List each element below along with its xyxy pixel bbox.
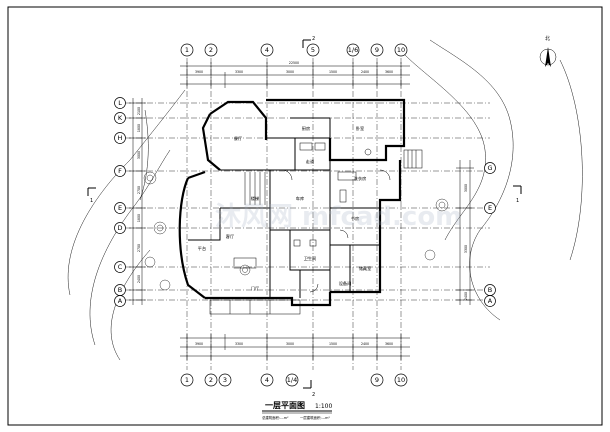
section-markers: 1 1 2 2	[87, 36, 522, 398]
dim-bottom-5: 2400	[361, 342, 369, 346]
dim-left-4: 2700	[137, 186, 141, 194]
axis-top-4: 4	[265, 46, 269, 54]
section-marker-right-label: 1	[516, 198, 519, 204]
room-label-terrace: 平台	[198, 245, 206, 252]
drawing-scale: 1:100	[315, 403, 332, 410]
left-dimension-chain: 2100 1800 3000 2700 1800 2700 2400	[129, 98, 146, 305]
axis-left-F: F	[118, 167, 122, 175]
vertical-axis-lines	[186, 58, 402, 370]
dim-top-1: 3900	[195, 70, 203, 74]
north-arrow: 北	[539, 35, 557, 67]
axis-left-D: D	[117, 224, 122, 232]
room-label-corridor: 走道	[306, 158, 315, 165]
section-marker-left	[87, 187, 96, 196]
axis-right-A: A	[488, 297, 493, 305]
dim-top-overall: 22500	[289, 61, 299, 65]
axis-top-9: 9	[375, 46, 379, 54]
axis-bottom-2: 2	[209, 376, 213, 384]
dim-right-3: 2400	[464, 292, 468, 300]
room-label-laundry: 洗衣房	[354, 175, 367, 182]
right-dimension-chain: 3000 3300 2400	[456, 160, 474, 305]
dim-right-2: 3300	[464, 245, 468, 253]
section-marker-bottom-label: 2	[312, 392, 315, 398]
axis-top-5: 5	[311, 46, 315, 54]
area-note-2: 一层建筑面积:---m²	[300, 415, 330, 420]
dim-right-1: 3000	[464, 184, 468, 192]
dim-left-6: 2700	[137, 244, 141, 252]
dim-top-4: 1500	[329, 70, 337, 74]
axis-top-1-6: 1/6	[348, 46, 358, 54]
drawing-title-block: 一层平面图 1:100 总建筑面积:---m² 一层建筑面积:---m²	[262, 401, 332, 420]
section-marker-top-label: 2	[312, 36, 315, 42]
top-axis-bubbles: 1 2 4 5 1/6 9 10	[180, 43, 408, 57]
room-label-storage: 储藏室	[359, 265, 372, 272]
axis-left-K: K	[118, 114, 123, 122]
axis-bottom-4: 4	[265, 376, 269, 384]
room-label-garage: 车库	[296, 195, 304, 202]
dim-top-2: 3300	[235, 70, 243, 74]
axis-bottom-1: 1	[185, 376, 189, 384]
area-note-1: 总建筑面积:---m²	[262, 415, 289, 420]
building-walls	[178, 98, 406, 307]
north-arrow-icon	[545, 47, 551, 67]
dim-left-2: 1800	[137, 124, 141, 132]
drawing-frame	[7, 6, 603, 426]
axis-top-1: 1	[185, 46, 189, 54]
axis-bottom-1-4: 1/4	[287, 376, 297, 384]
drawing-title: 一层平面图	[265, 401, 305, 410]
dim-left-5: 1800	[137, 214, 141, 222]
axis-left-H: H	[118, 134, 123, 142]
axis-bottom-3: 3	[223, 376, 227, 384]
axis-bottom-10: 10	[397, 376, 405, 384]
top-dimension-chain: 3900 3300 3000 1500 2400 3600 22500	[180, 61, 410, 88]
section-marker-right	[513, 185, 522, 194]
room-label-stair: 楼梯	[251, 195, 259, 202]
axis-right-E: E	[488, 204, 492, 212]
dim-bottom-1: 3900	[195, 342, 203, 346]
bottom-axis-bubbles: 1 2 3 4 1/4 9 10	[180, 373, 408, 387]
axis-top-2: 2	[209, 46, 213, 54]
bottom-dimension-chain: 3900 3300 3000 1500 2400 3600	[180, 334, 410, 360]
room-label-entry: 门厅	[251, 285, 259, 292]
horizontal-axis-lines	[125, 102, 490, 301]
dim-top-6: 3600	[385, 70, 393, 74]
dim-bottom-3: 3000	[286, 342, 294, 346]
axis-left-E: E	[118, 204, 122, 212]
watermark: 沐风网 mfcad.com	[215, 202, 462, 232]
axis-bottom-9: 9	[375, 376, 379, 384]
dim-top-3: 3000	[286, 70, 294, 74]
dim-left-1: 2100	[137, 107, 141, 115]
dim-bottom-4: 1500	[329, 342, 337, 346]
room-label-living: 客厅	[226, 233, 234, 240]
left-axis-bubbles: L K H F E D C B A	[114, 97, 126, 307]
room-label-dining: 餐厅	[234, 135, 242, 142]
dim-top-5: 2400	[361, 70, 369, 74]
room-label-kitchen: 厨房	[302, 125, 310, 132]
room-labels: 餐厅 客厅 卧室 书房 厨房 卫生间 储藏室 车库 门厅 楼梯 平台 走道 设备…	[198, 125, 371, 292]
section-marker-bottom	[303, 380, 312, 389]
axis-top-10: 10	[397, 46, 405, 54]
fixtures	[209, 142, 423, 315]
right-axis-bubbles: G E B A	[484, 162, 496, 307]
room-label-toilet: 卫生间	[304, 255, 317, 262]
terrain-contours	[67, 39, 583, 361]
dim-bottom-6: 3600	[385, 342, 393, 346]
axis-right-B: B	[488, 286, 492, 294]
dim-bottom-2: 3300	[235, 342, 243, 346]
north-arrow-label: 北	[545, 35, 550, 42]
axis-left-L: L	[118, 99, 122, 107]
dim-left-3: 3000	[137, 151, 141, 159]
axis-left-A: A	[118, 297, 123, 305]
room-label-bedroom: 卧室	[356, 125, 364, 132]
room-label-equipment: 设备间	[339, 280, 352, 287]
section-marker-left-label: 1	[90, 198, 93, 204]
room-label-study: 书房	[351, 215, 359, 222]
axis-right-G: G	[487, 164, 492, 172]
section-marker-top	[302, 39, 311, 48]
axis-left-C: C	[118, 263, 123, 271]
dim-left-7: 2400	[137, 275, 141, 283]
axis-left-B: B	[118, 286, 122, 294]
